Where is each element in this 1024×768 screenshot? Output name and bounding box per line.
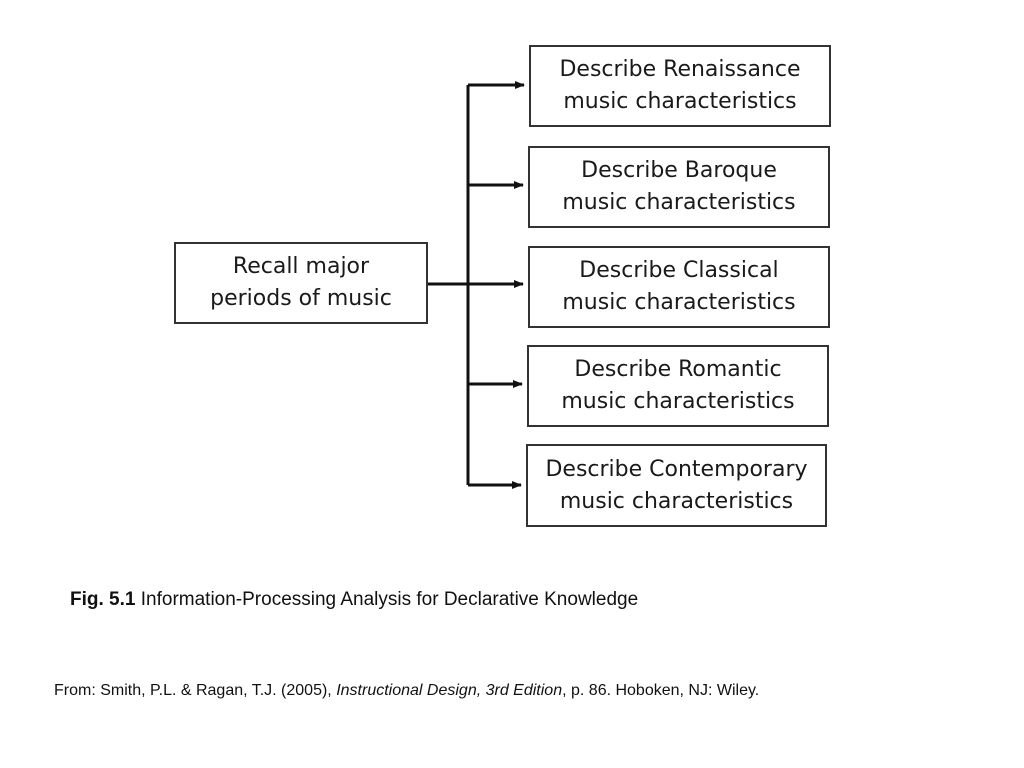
contemporary-box-line2: music characteristics — [559, 488, 794, 514]
romantic-box: Describe Romantic music characteristics — [527, 345, 829, 427]
source-citation: From: Smith, P.L. & Ragan, T.J. (2005), … — [54, 680, 924, 702]
romantic-box-line1: Describe Romantic — [574, 357, 782, 382]
citation-suffix: , p. 86. Hoboken, NJ: Wiley. — [562, 682, 760, 699]
contemporary-box-line1: Describe Contemporary — [545, 456, 808, 482]
renaissance-box-line2: music characteristics — [563, 89, 797, 114]
classical-box-line1: Describe Classical — [579, 258, 779, 283]
figure-label: Fig. 5.1 — [70, 589, 136, 610]
root-box-line2: periods of music — [210, 286, 392, 311]
figure-caption-text: Information-Processing Analysis for Decl… — [140, 589, 639, 610]
renaissance-box: Describe Renaissance music characteristi… — [529, 45, 831, 127]
citation-prefix: From: Smith, P.L. & Ragan, T.J. (2005), — [54, 682, 337, 699]
citation-book-title: Instructional Design, 3rd Edition — [336, 682, 563, 699]
contemporary-box: Describe Contemporary music characterist… — [526, 444, 827, 527]
baroque-box: Describe Baroque music characteristics — [528, 146, 830, 228]
classical-box-line2: music characteristics — [562, 290, 796, 315]
classical-box: Describe Classical music characteristics — [528, 246, 830, 328]
renaissance-box-line1: Describe Renaissance — [559, 57, 801, 82]
romantic-box-line2: music characteristics — [561, 389, 795, 414]
baroque-box-line1: Describe Baroque — [581, 158, 777, 183]
baroque-box-line2: music characteristics — [562, 190, 796, 215]
root-box: Recall major periods of music — [174, 242, 428, 324]
root-box-line1: Recall major — [232, 254, 370, 279]
figure-caption: Fig. 5.1 Information-Processing Analysis… — [70, 589, 638, 611]
